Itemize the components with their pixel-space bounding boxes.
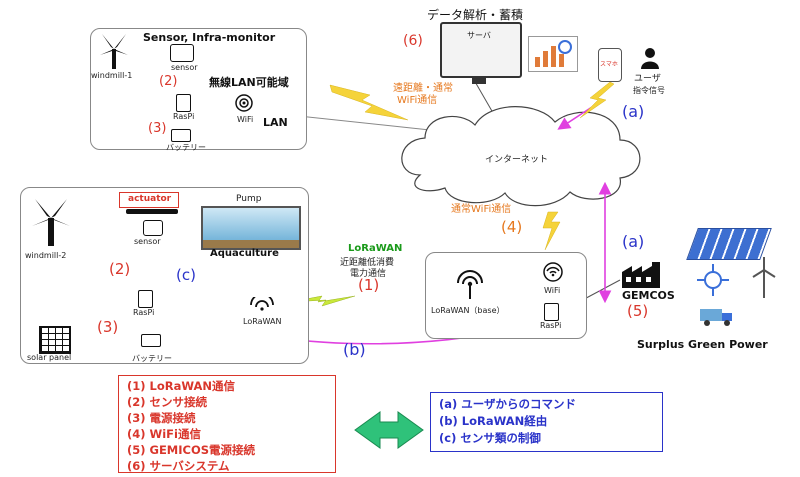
raspi-2-label: RasPi — [133, 308, 155, 317]
aquaculture-label: Aquaculture — [210, 248, 279, 259]
sensor-icon — [170, 44, 194, 62]
battery-2-icon — [141, 334, 161, 347]
num-3-bottom: (3) — [97, 318, 119, 336]
lorawan-label: LoRaWAN — [243, 317, 282, 326]
legend-item-6: (6) サーバシステム — [127, 459, 230, 473]
infra-monitor-title: Sensor, Infra-monitor — [143, 31, 276, 44]
factory-icon — [622, 262, 664, 288]
aquarium-icon — [201, 206, 301, 250]
lora-title: LoRaWAN — [348, 243, 403, 254]
num-c: (c) — [176, 266, 196, 284]
num-2-bottom: (2) — [109, 260, 131, 278]
user-label: ユーザ — [634, 74, 661, 84]
raspi-label: RasPi — [173, 112, 195, 121]
legend-numbers: (1) LoRaWAN通信 (2) センサ接続 (3) 電源接続 (4) WiF… — [118, 375, 336, 473]
truck-icon — [700, 306, 736, 326]
label-b: (b) — [343, 340, 366, 359]
solar-panel-label: solar panel — [27, 353, 72, 362]
surplus-green-power-label: Surplus Green Power — [637, 338, 768, 351]
server-title: データ解析・蓄積 — [427, 8, 524, 22]
legend-letters: (a) ユーザからのコマンド (b) LoRaWAN経由 (c) センサ類の制御 — [430, 392, 663, 452]
server-monitor-icon: サーバ — [440, 22, 522, 78]
actuator-bar — [126, 209, 178, 214]
num-1: (1) — [358, 276, 380, 294]
windmill-2-icon — [29, 196, 73, 248]
sensor-2-icon — [143, 220, 163, 236]
wind-turbine-icon — [752, 256, 776, 298]
windmill-label: windmill-1 — [91, 71, 133, 80]
battery-label: バッテリー — [166, 143, 206, 152]
legend-double-arrow — [354, 411, 424, 449]
lorawan-icon — [249, 293, 275, 311]
wireless-lan-label: 無線LAN可能域 — [209, 76, 289, 89]
internet-cloud — [401, 106, 641, 207]
base-station-box: LoRaWAN（base） WiFi RasPi — [425, 252, 587, 339]
label-a-top: (a) — [622, 102, 645, 121]
actuator-tag: actuator — [119, 192, 179, 208]
legend-item-b: (b) LoRaWAN経由 — [439, 414, 548, 428]
legend-item-3: (3) 電源接続 — [127, 411, 196, 425]
lora-line2: 電力通信 — [350, 269, 387, 279]
analytics-chart-icon — [528, 36, 578, 72]
num-5: (5) — [627, 302, 649, 320]
base-wifi-label: WiFi — [544, 286, 561, 295]
pump-label: Pump — [236, 194, 262, 204]
wifi-label: WiFi — [237, 115, 254, 124]
internet-label: インターネット — [485, 155, 549, 165]
bolt-wifi-normal — [542, 211, 561, 251]
green-power-hub-icon — [693, 260, 733, 300]
solar-panel-icon — [39, 326, 71, 354]
legend-item-4: (4) WiFi通信 — [127, 427, 201, 441]
legend-item-1: (1) LoRaWAN通信 — [127, 379, 236, 393]
lorawan-base-antenna-icon — [454, 269, 486, 299]
infra-monitor-box: Sensor, Infra-monitor windmill-1 sensor … — [90, 28, 307, 152]
smartphone-icon: スマホ — [598, 48, 622, 82]
raspi-2-icon — [138, 290, 153, 308]
lora-line1: 近距離低消費 — [340, 258, 395, 268]
wifi-long-line1: 遠距離・通常 — [393, 83, 453, 94]
phone-label: スマホ — [600, 61, 618, 68]
num-6: (6) — [403, 33, 423, 49]
num-2-top: (2) — [159, 74, 178, 89]
wifi-long-line2: WiFi通信 — [397, 95, 438, 106]
base-wifi-icon — [542, 261, 564, 283]
user-icon — [640, 47, 660, 69]
legend-item-a: (a) ユーザからのコマンド — [439, 397, 577, 411]
legend-item-5: (5) GEMICOS電源接続 — [127, 443, 256, 457]
bolt-lora — [289, 295, 356, 307]
windmill-2-label: windmill-2 — [25, 251, 67, 260]
num-3-top: (3) — [148, 121, 167, 136]
command-signal-label: 指令信号 — [633, 86, 665, 95]
raspi-icon — [176, 94, 191, 112]
wifi-icon — [233, 93, 255, 113]
legend-item-2: (2) センサ接続 — [127, 395, 208, 409]
lorawan-base-label: LoRaWAN（base） — [431, 306, 505, 315]
base-raspi-label: RasPi — [540, 321, 562, 330]
lan-label: LAN — [263, 116, 288, 129]
server-label: サーバ — [467, 31, 491, 40]
aquaculture-box: windmill-2 actuator sensor (2) (c) RasPi… — [20, 187, 309, 364]
battery-2-label: バッテリー — [132, 354, 172, 363]
bolt-wifi-long — [329, 84, 409, 121]
num-4: (4) — [501, 218, 523, 236]
gemcos-label: GEMCOS — [622, 289, 675, 302]
battery-icon — [171, 129, 191, 142]
sensor-2-label: sensor — [134, 237, 161, 246]
legend-item-c: (c) センサ類の制御 — [439, 431, 541, 445]
bolt-user — [579, 81, 615, 119]
windmill-icon — [97, 31, 131, 71]
wifi-normal-label: 通常WiFi通信 — [451, 204, 512, 215]
base-raspi-icon — [544, 303, 559, 321]
sensor-label: sensor — [171, 63, 198, 72]
label-a-right: (a) — [622, 232, 645, 251]
server-stand — [472, 76, 486, 84]
actuator-label: actuator — [128, 194, 172, 204]
